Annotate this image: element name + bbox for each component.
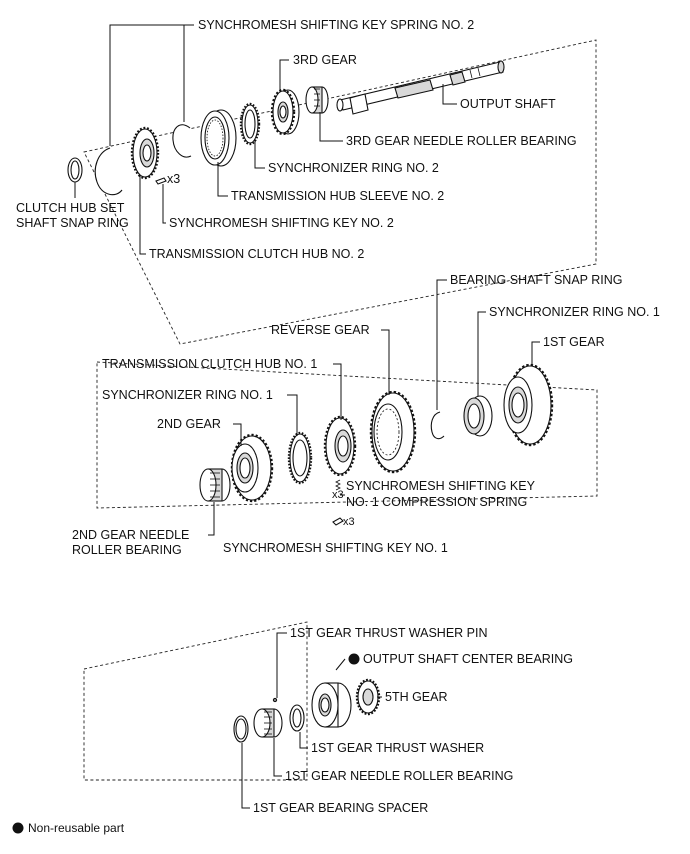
label-2nd-gear: 2ND GEAR	[157, 417, 221, 431]
transmission-hub-sleeve-no2	[200, 109, 237, 167]
reverse-gear	[369, 390, 417, 474]
label-key-no2-qty: x3	[167, 172, 180, 186]
label-key-no1-qty: x3	[343, 516, 355, 528]
first-gear-thrust-washer	[289, 704, 305, 732]
third-gear-needle-roller-bearing	[305, 86, 329, 114]
label-1st-gear: 1ST GEAR	[543, 335, 605, 349]
output-shaft	[336, 60, 505, 115]
label-1st-gear-thrust-washer-pin: 1ST GEAR THRUST WASHER PIN	[290, 626, 488, 640]
leader-lines	[74, 24, 540, 809]
label-reverse-gear: REVERSE GEAR	[271, 323, 370, 337]
label-1st-gear-bearing-spacer: 1ST GEAR BEARING SPACER	[253, 801, 428, 815]
label-clutch-hub-set-snap-ring-line1: CLUTCH HUB SET	[16, 201, 125, 215]
non-reusable-marker-bearing	[348, 653, 360, 665]
transmission-clutch-hub-no2	[130, 126, 160, 180]
first-gear-needle-roller-bearing	[253, 708, 283, 738]
label-5th-gear: 5TH GEAR	[385, 690, 448, 704]
non-reusable-legend-marker	[12, 822, 24, 834]
synchromesh-shifting-key-no1	[332, 517, 344, 526]
fifth-gear	[355, 678, 381, 716]
label-3rd-gear: 3RD GEAR	[293, 53, 357, 67]
synchromesh-shifting-key-no2	[155, 177, 167, 185]
label-3rd-gear-needle-roller-bearing: 3RD GEAR NEEDLE ROLLER BEARING	[346, 134, 577, 148]
label-output-shaft-center-bearing: OUTPUT SHAFT CENTER BEARING	[363, 652, 573, 666]
first-gear-thrust-washer-pin	[272, 697, 278, 703]
synchronizer-ring-no1-left	[287, 431, 313, 485]
second-gear	[230, 433, 274, 503]
label-synchromesh-shifting-key-spring-no2: SYNCHROMESH SHIFTING KEY SPRING NO. 2	[198, 18, 474, 32]
label-clutch-hub-set-snap-ring-line2: SHAFT SNAP RING	[16, 216, 129, 230]
synchronizer-ring-no1-right	[463, 395, 493, 437]
label-spring-no1-line1: SYNCHROMESH SHIFTING KEY	[346, 479, 536, 493]
label-2nd-gear-needle-line1: 2ND GEAR NEEDLE	[72, 528, 189, 542]
first-gear	[503, 363, 554, 447]
clutch-hub-snap-ring-large	[94, 147, 123, 196]
group-outline-upper	[83, 39, 597, 345]
label-synchronizer-ring-no2: SYNCHRONIZER RING NO. 2	[268, 161, 439, 175]
label-spring-no1-line2: NO. 1 COMPRESSION SPRING	[346, 495, 527, 509]
synchromesh-shifting-key-spring-no2	[172, 124, 192, 158]
label-synchromesh-shifting-key-no2: SYNCHROMESH SHIFTING KEY NO. 2	[169, 216, 394, 230]
label-synchronizer-ring-no1-left: SYNCHRONIZER RING NO. 1	[102, 388, 273, 402]
label-synchronizer-ring-no1-right: SYNCHRONIZER RING NO. 1	[489, 305, 660, 319]
output-shaft-center-bearing	[311, 682, 352, 728]
legend-non-reusable-text: Non-reusable part	[28, 821, 125, 835]
label-1st-gear-thrust-washer: 1ST GEAR THRUST WASHER	[311, 741, 484, 755]
group-outline-lower	[83, 621, 308, 781]
label-bearing-shaft-snap-ring: BEARING SHAFT SNAP RING	[450, 273, 623, 287]
label-synchromesh-shifting-key-no1: SYNCHROMESH SHIFTING KEY NO. 1	[223, 541, 448, 555]
second-gear-needle-roller-bearing	[199, 468, 231, 502]
transmission-clutch-hub-no1	[323, 415, 357, 477]
bearing-shaft-snap-ring	[430, 411, 445, 440]
synchronizer-ring-no2	[239, 102, 261, 146]
label-1st-gear-needle-roller-bearing: 1ST GEAR NEEDLE ROLLER BEARING	[285, 769, 513, 783]
first-gear-bearing-spacer	[233, 715, 249, 743]
label-spring-no1-qty: x3	[332, 489, 344, 501]
third-gear	[270, 88, 300, 136]
label-transmission-hub-sleeve-no2: TRANSMISSION HUB SLEEVE NO. 2	[231, 189, 444, 203]
synchromesh-key-no1-compression-spring	[335, 479, 341, 491]
clutch-hub-set-shaft-snap-ring	[67, 157, 83, 183]
group-outline-middle	[96, 361, 598, 509]
label-2nd-gear-needle-line2: ROLLER BEARING	[72, 543, 182, 557]
label-transmission-clutch-hub-no2: TRANSMISSION CLUTCH HUB NO. 2	[149, 247, 364, 261]
label-transmission-clutch-hub-no1: TRANSMISSION CLUTCH HUB NO. 1	[102, 357, 317, 371]
label-output-shaft: OUTPUT SHAFT	[460, 97, 556, 111]
